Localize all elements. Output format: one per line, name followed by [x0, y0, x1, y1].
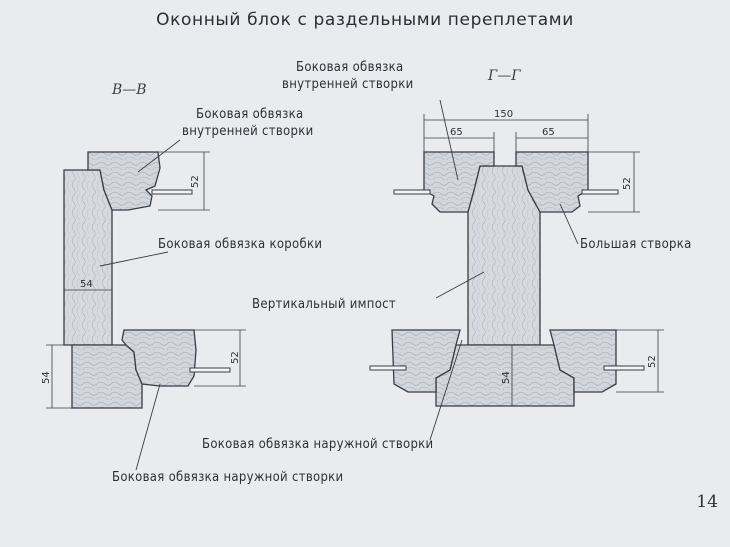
dim-right-outer-height: 52 — [647, 355, 658, 368]
frame-bottom-block — [71, 344, 143, 409]
outer-sash-right-right — [549, 329, 617, 393]
dim-left-outer-height: 52 — [230, 351, 241, 364]
label-inner-sash-right-line1: Боковая обвязка — [296, 60, 404, 75]
inner-sash-right-left — [423, 151, 495, 213]
label-frame-side: Боковая обвязка коробки — [158, 237, 323, 252]
label-inner-sash-right-line2: внутренней створки — [282, 77, 414, 92]
label-inner-sash-left-line2: внутренней створки — [182, 124, 314, 139]
label-large-sash: Большая створка — [580, 237, 692, 252]
page-number: 14 — [696, 492, 718, 512]
inner-sash-right-right — [515, 151, 589, 213]
dim-right-right-part: 65 — [542, 127, 555, 138]
dim-right-total: 150 — [494, 109, 513, 120]
dim-mullion-height: 54 — [501, 371, 512, 384]
label-outer-sash-1: Боковая обвязка наружной створки — [202, 437, 434, 452]
label-inner-sash-left-line1: Боковая обвязка — [196, 107, 304, 122]
dim-left-bottom-height: 54 — [41, 371, 52, 384]
dim-left-frame-width: 54 — [80, 279, 93, 290]
section-label-right: Г—Г — [488, 68, 521, 84]
outer-sash-right-left — [391, 329, 461, 393]
label-vertical-mullion: Вертикальный импост — [252, 297, 397, 312]
frame-side-member — [63, 169, 113, 346]
dim-left-inner-height: 52 — [190, 175, 201, 188]
inner-sash-left — [87, 151, 161, 211]
dim-right-top-height: 52 — [622, 177, 633, 190]
outer-sash-left — [121, 329, 197, 387]
section-label-left: В—В — [112, 82, 147, 98]
label-outer-sash-2: Боковая обвязка наружной створки — [112, 470, 344, 485]
diagram-title: Оконный блок с раздельными переплетами — [156, 10, 574, 30]
dim-right-left-part: 65 — [450, 127, 463, 138]
